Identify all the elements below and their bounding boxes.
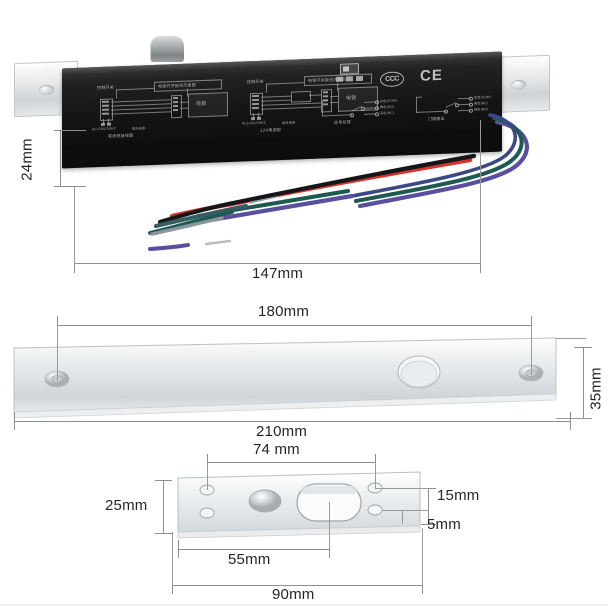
footer-divider bbox=[0, 604, 608, 606]
wire-gray bbox=[150, 216, 224, 236]
bolt-cylinder bbox=[150, 36, 184, 62]
strike-plate-section: 74 mm 25mm 15mm 5mm 55mm 90mm bbox=[0, 440, 608, 608]
dim-line-180mm bbox=[57, 325, 531, 326]
dim-tick-15mm-bottom bbox=[421, 524, 436, 525]
dim-line-74mm bbox=[207, 462, 375, 463]
dim-tick-25mm-bottom bbox=[155, 533, 172, 534]
dim-label-147mm: 147mm bbox=[252, 265, 304, 282]
dim-line-210mm bbox=[14, 421, 570, 422]
wire-blue bbox=[350, 113, 517, 198]
dim-line-90mm bbox=[172, 585, 422, 586]
dim-label-25mm: 25mm bbox=[105, 497, 148, 514]
wire-tail-tip bbox=[204, 239, 232, 246]
dim-label-5mm: 5mm bbox=[427, 516, 461, 533]
dim-label-35mm: 35mm bbox=[587, 367, 605, 410]
strike-plate-screw-hole-bottom-right bbox=[367, 504, 383, 516]
dim-tick-210mm-left bbox=[14, 412, 15, 430]
dim-label-180mm: 180mm bbox=[258, 303, 310, 320]
dim-label-90mm: 90mm bbox=[272, 586, 315, 603]
dim-line-55mm bbox=[178, 549, 329, 550]
dim-line-147mm bbox=[74, 263, 480, 264]
strike-plate-magnet-pad bbox=[248, 489, 282, 513]
dim-label-210mm: 210mm bbox=[256, 423, 308, 440]
strike-plate-drawing bbox=[177, 471, 421, 539]
dim-tick-55mm-left bbox=[178, 540, 179, 558]
wire-purple-tail bbox=[148, 243, 190, 251]
dim-label-15mm: 15mm bbox=[437, 487, 480, 504]
dim-label-24mm: 24mm bbox=[18, 138, 36, 181]
dim-line-35mm bbox=[583, 347, 584, 418]
dim-tick-210mm-right bbox=[570, 412, 571, 430]
dim-label-74mm: 74 mm bbox=[253, 441, 300, 458]
wire-teal bbox=[154, 204, 248, 228]
dim-line-25mm bbox=[163, 480, 164, 533]
dim-tick-35mm-top bbox=[574, 347, 592, 348]
dim-line-15mm bbox=[428, 488, 429, 524]
dim-line-24mm bbox=[60, 130, 61, 186]
strike-bar-section: 180mm 210mm 35mm bbox=[0, 290, 608, 440]
strike-plate-screw-hole-bottom-left bbox=[199, 507, 215, 519]
wire-harness bbox=[148, 113, 529, 251]
dim-tick-24mm-bottom bbox=[54, 186, 86, 187]
dim-label-55mm: 55mm bbox=[228, 551, 271, 568]
dim-tick-25mm-top bbox=[155, 480, 172, 481]
dim-tick-24mm-top bbox=[54, 130, 86, 131]
wire-green bbox=[354, 116, 524, 203]
wire-black bbox=[235, 153, 477, 205]
strike-bar-drawing bbox=[13, 337, 557, 419]
lock-body-section: 控制开关 电锁开关接线示意图 bbox=[0, 0, 608, 285]
